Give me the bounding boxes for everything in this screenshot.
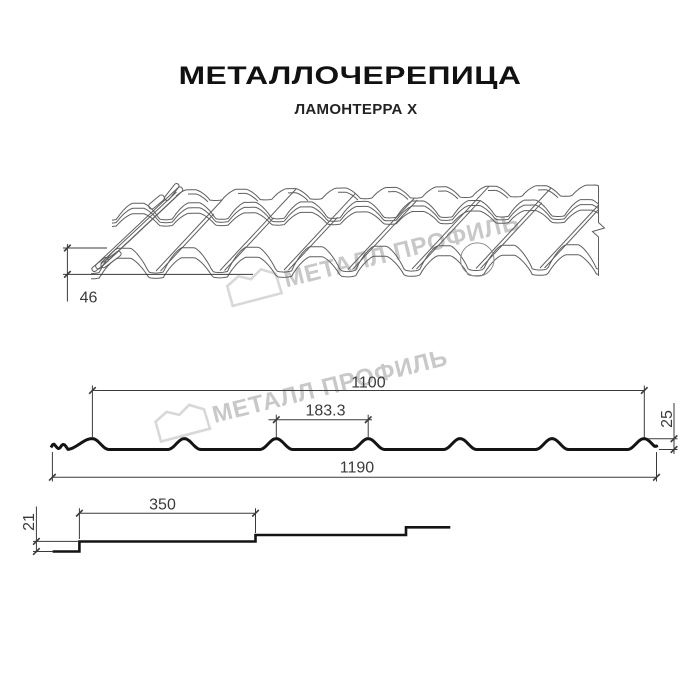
svg-text:1190: 1190 xyxy=(340,459,375,476)
svg-text:46: 46 xyxy=(80,290,98,307)
svg-text:1100: 1100 xyxy=(351,375,386,392)
svg-text:350: 350 xyxy=(149,497,176,514)
svg-text:МЕТАЛЛ ПРОФИЛЬ: МЕТАЛЛ ПРОФИЛЬ xyxy=(281,209,522,294)
svg-text:25: 25 xyxy=(659,410,676,428)
svg-text:183.3: 183.3 xyxy=(305,403,345,420)
svg-text:21: 21 xyxy=(21,513,38,531)
